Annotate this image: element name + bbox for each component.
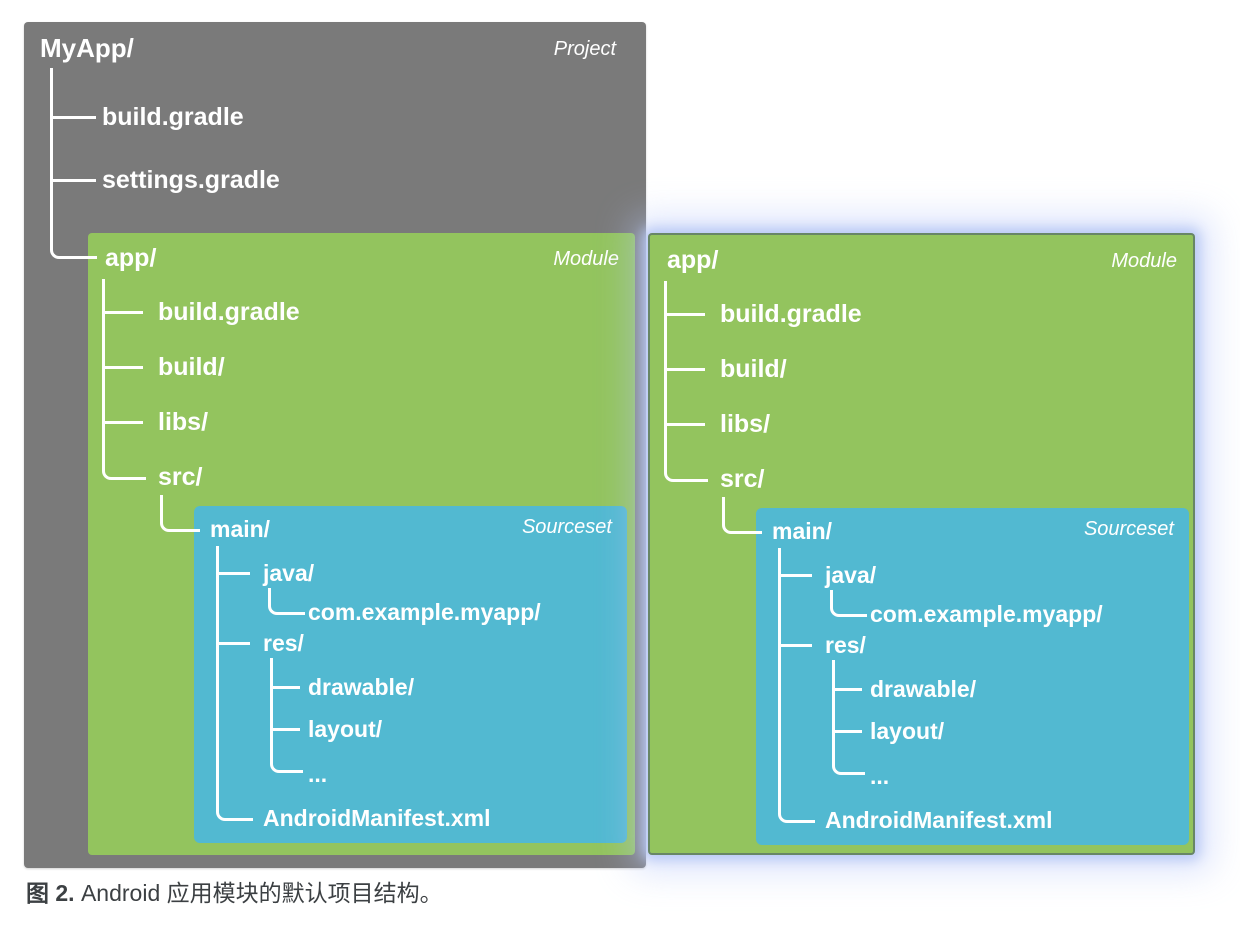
module-item-build: build/ [158, 353, 225, 381]
module-box-highlighted: app/ Module build.gradle build/ libs/ sr… [648, 233, 1195, 855]
module-title: app/ [105, 244, 157, 272]
project-tree-elbow-app [50, 242, 97, 259]
sourceset-tree-elbow-package [268, 588, 305, 615]
sourceset-item-ellipsis: ... [870, 763, 890, 789]
module-item-build: build/ [720, 355, 787, 383]
sourceset-item-drawable: drawable/ [308, 674, 415, 700]
module-tree-tick-build-gradle [102, 310, 143, 314]
sourceset-tree-tick-drawable [832, 687, 862, 691]
module-title: app/ [667, 246, 719, 274]
project-title: MyApp/ [40, 33, 134, 63]
sourceset-item-manifest: AndroidManifest.xml [825, 807, 1053, 833]
module-tree-elbow-src [664, 465, 708, 482]
sourceset-res-tree-vline [270, 658, 273, 756]
project-tree-vline [50, 68, 53, 242]
caption-label: 图 2. [26, 880, 75, 906]
sourceset-item-res: res/ [825, 632, 866, 658]
sourceset-tree-elbow-manifest [778, 806, 815, 823]
sourceset-res-tree-vline [832, 660, 835, 758]
sourceset-tree-tick-drawable [270, 685, 300, 689]
module-tree-elbow-main [722, 497, 762, 534]
sourceset-tree-tick-layout [832, 729, 862, 733]
sourceset-title: main/ [772, 518, 833, 544]
sourceset-item-java: java/ [263, 560, 315, 586]
sourceset-item-java: java/ [825, 562, 877, 588]
module-item-build-gradle: build.gradle [720, 300, 862, 328]
module-type-label: Module [553, 248, 619, 270]
sourceset-box: main/ Sourceset java/ com.example.myapp/… [194, 506, 627, 843]
sourceset-item-package: com.example.myapp/ [308, 599, 541, 625]
module-tree-vline [664, 281, 667, 465]
sourceset-item-manifest: AndroidManifest.xml [263, 805, 491, 831]
sourceset-tree-tick-res [216, 641, 250, 645]
project-item-settings-gradle: settings.gradle [102, 166, 280, 194]
sourceset-tree-elbow-package [830, 590, 867, 617]
sourceset-item-drawable: drawable/ [870, 676, 977, 702]
sourceset-tree-tick-layout [270, 727, 300, 731]
sourceset-title: main/ [210, 516, 271, 542]
module-tree-elbow-src [102, 463, 146, 480]
module-tree-tick-build [664, 367, 705, 371]
sourceset-item-ellipsis: ... [308, 761, 328, 787]
sourceset-tree-vline [216, 546, 219, 804]
project-type-label: Project [553, 38, 616, 60]
sourceset-item-layout: layout/ [870, 718, 945, 744]
module-item-build-gradle: build.gradle [158, 298, 300, 326]
module-type-label: Module [1111, 250, 1177, 272]
module-item-libs: libs/ [158, 408, 209, 436]
module-box: app/ Module build.gradle build/ libs/ sr… [88, 233, 635, 855]
sourceset-item-package: com.example.myapp/ [870, 601, 1103, 627]
sourceset-type-label: Sourceset [1083, 518, 1174, 540]
sourceset-tree-tick-java [778, 573, 812, 577]
module-item-libs: libs/ [720, 410, 771, 438]
module-tree-tick-build [102, 365, 143, 369]
sourceset-item-res: res/ [263, 630, 304, 656]
sourceset-tree-elbow-manifest [216, 804, 253, 821]
module-tree-vline [102, 279, 105, 463]
module-item-src: src/ [158, 463, 203, 491]
sourceset-type-label: Sourceset [521, 516, 612, 538]
module-tree-tick-build-gradle [664, 312, 705, 316]
project-tree-tick-build-gradle [50, 115, 96, 119]
sourceset-tree-vline [778, 548, 781, 806]
sourceset-tree-elbow-ellipsis [832, 758, 865, 775]
module-tree-tick-libs [102, 420, 143, 424]
project-tree-tick-settings-gradle [50, 178, 96, 182]
sourceset-tree-tick-res [778, 643, 812, 647]
module-tree-elbow-main [160, 495, 200, 532]
sourceset-box: main/ Sourceset java/ com.example.myapp/… [756, 508, 1189, 845]
project-item-build-gradle: build.gradle [102, 103, 244, 131]
module-tree-tick-libs [664, 422, 705, 426]
figure-caption: 图 2. Android 应用模块的默认项目结构。 [26, 878, 443, 908]
sourceset-tree-elbow-ellipsis [270, 756, 303, 773]
caption-text: Android 应用模块的默认项目结构。 [74, 880, 443, 906]
sourceset-item-layout: layout/ [308, 716, 383, 742]
module-item-src: src/ [720, 465, 765, 493]
sourceset-tree-tick-java [216, 571, 250, 575]
